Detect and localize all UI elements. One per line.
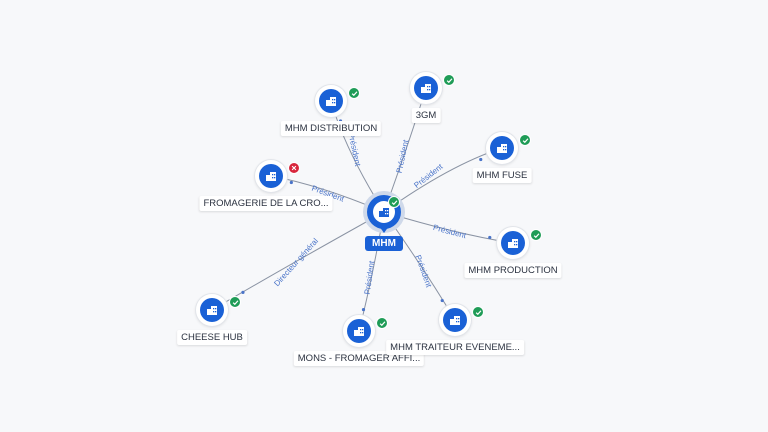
edge-label: Président [432,223,468,241]
edge-label: Président [413,254,433,290]
edge-arrow [361,307,366,312]
company-node-circle[interactable] [410,72,442,104]
check-icon [229,296,241,308]
check-icon [348,87,360,99]
company-node-label[interactable]: 3GM [411,108,441,123]
building-icon [200,298,224,322]
company-node-circle[interactable] [255,160,287,192]
building-icon [414,76,438,100]
company-node-circle[interactable] [486,132,518,164]
company-node-circle[interactable] [497,227,529,259]
edge-arrow [488,235,492,240]
edge-arrow [479,157,483,162]
edge-arrow [289,180,293,185]
building-icon [501,231,525,255]
check-icon [443,74,455,86]
building-icon [443,308,467,332]
center-pin-tip [379,226,389,233]
cross-icon [288,162,300,174]
company-node-circle[interactable] [196,294,228,326]
company-node-circle[interactable] [343,315,375,347]
edge-label: Directeur général [272,236,320,288]
edge-arrow [241,290,245,294]
company-node-circle[interactable] [439,304,471,336]
edge-label: Président [395,138,411,174]
company-node-label[interactable]: MHM TRAITEUR EVENEME... [386,340,524,355]
company-node-label[interactable]: MHM DISTRIBUTION [280,121,382,136]
company-node-label[interactable]: CHEESE HUB [177,330,247,345]
company-node-label[interactable]: FROMAGERIE DE LA CRO... [199,196,333,211]
center-node-label[interactable]: MHM [365,236,403,251]
check-icon [376,317,388,329]
company-node-label[interactable]: MHM PRODUCTION [464,263,562,278]
building-icon [319,89,343,113]
building-icon [490,136,514,160]
check-icon [388,196,400,208]
edge-arrow [440,298,444,303]
edge-label: Président [363,260,377,295]
check-icon [519,134,531,146]
check-icon [472,306,484,318]
check-icon [530,229,542,241]
company-node-circle[interactable] [315,85,347,117]
building-icon [259,164,283,188]
edge-label: Président [347,132,363,168]
company-node-label[interactable]: MHM FUSE [472,168,532,183]
building-icon [347,319,371,343]
